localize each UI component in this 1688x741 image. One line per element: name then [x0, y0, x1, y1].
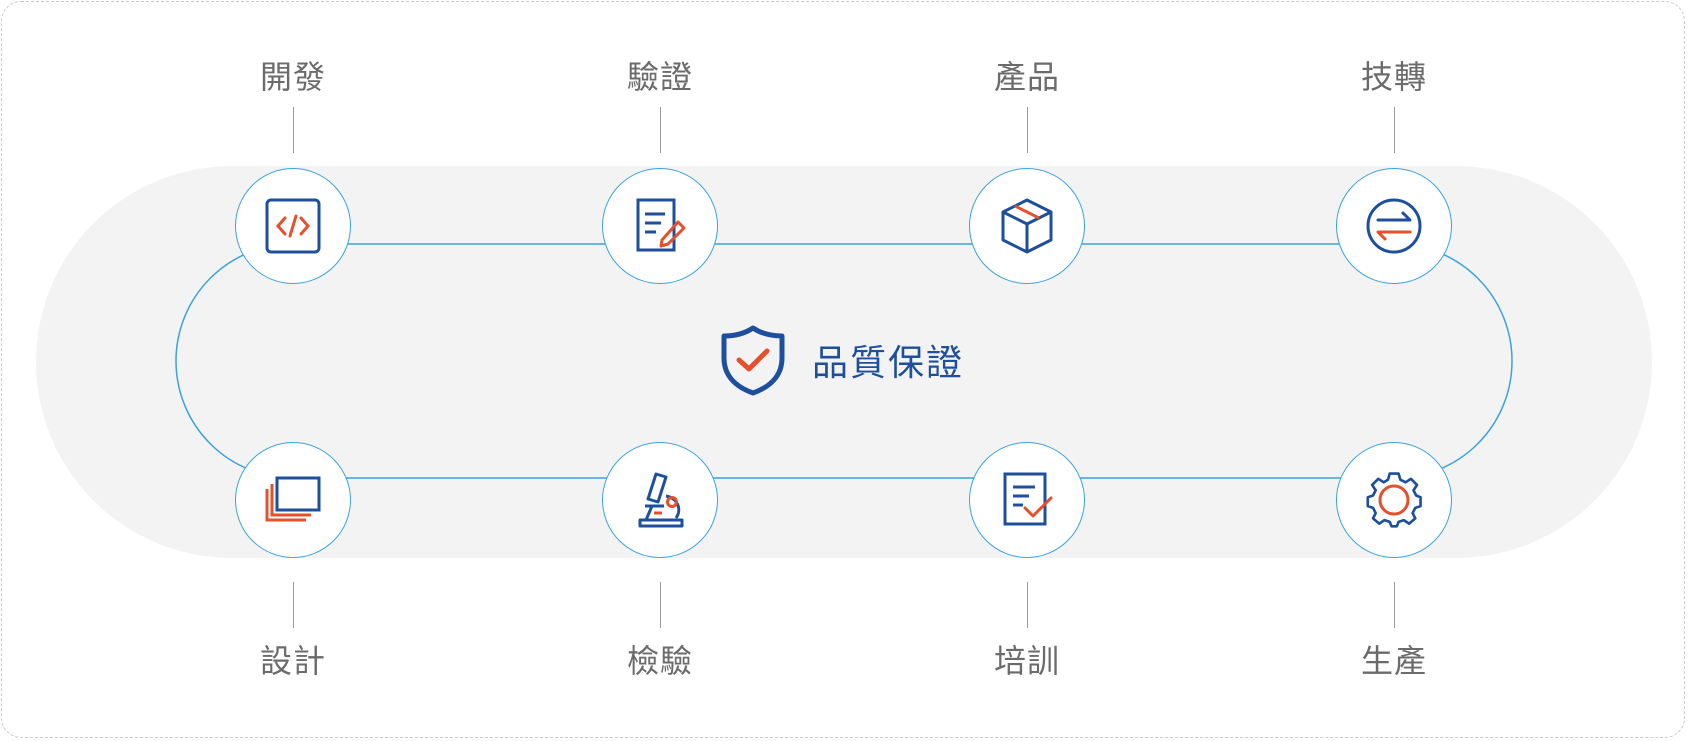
connector-line — [1026, 107, 1028, 153]
design-layers-icon — [265, 476, 321, 522]
step-inspect[interactable] — [602, 442, 718, 558]
connector-line — [659, 582, 661, 628]
step-label-verify: 驗證 — [626, 58, 693, 96]
quality-assurance-center: 品質保證 — [720, 324, 964, 396]
connector-line — [659, 107, 661, 153]
step-product[interactable] — [969, 168, 1085, 284]
step-transfer[interactable] — [1336, 168, 1452, 284]
code-icon — [265, 198, 321, 254]
connector-line — [1393, 582, 1395, 628]
step-label-product: 產品 — [993, 58, 1060, 96]
step-develop[interactable] — [235, 168, 351, 284]
step-label-training: 培訓 — [993, 642, 1060, 680]
step-label-design: 設計 — [259, 642, 326, 680]
connector-line — [292, 582, 294, 628]
step-production[interactable] — [1336, 442, 1452, 558]
step-label-inspect: 檢驗 — [626, 642, 693, 680]
document-edit-icon — [636, 198, 686, 252]
connector-line — [1026, 582, 1028, 628]
transfer-arrows-icon — [1366, 198, 1422, 254]
gear-icon — [1366, 472, 1422, 528]
step-training[interactable] — [969, 442, 1085, 558]
center-title: 品質保證 — [812, 343, 965, 384]
step-label-production: 生產 — [1360, 642, 1427, 680]
box-icon — [1001, 198, 1053, 254]
step-verify[interactable] — [602, 168, 718, 284]
step-label-develop: 開發 — [259, 58, 326, 96]
step-label-transfer: 技轉 — [1360, 58, 1427, 96]
connector-line — [292, 107, 294, 153]
microscope-icon — [638, 472, 684, 528]
step-design[interactable] — [235, 442, 351, 558]
checklist-icon — [1003, 472, 1053, 526]
shield-check-icon — [721, 325, 785, 396]
connector-line — [1393, 107, 1395, 153]
